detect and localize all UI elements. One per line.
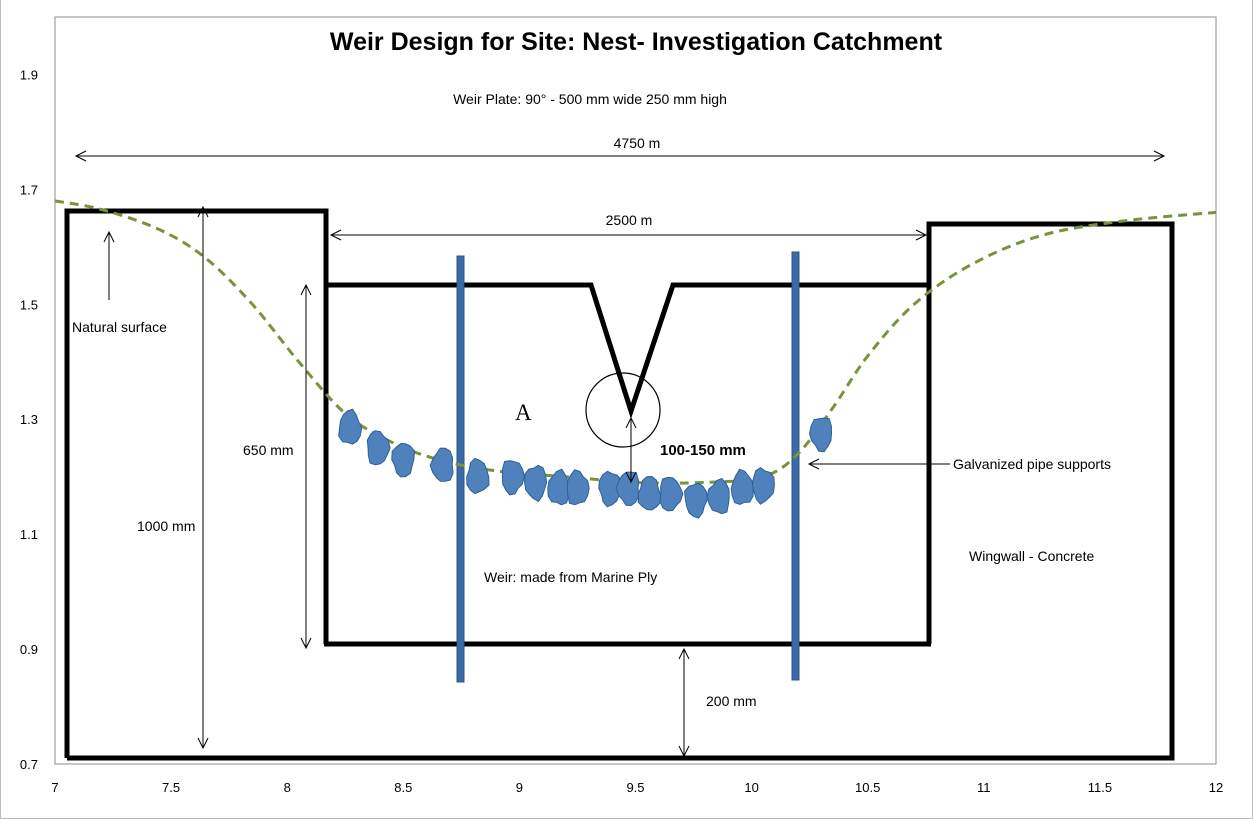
y-tick-label: 1.1 — [20, 527, 38, 542]
rock-point — [659, 476, 684, 512]
total-span-label: 4750 m — [614, 135, 661, 151]
dim-650-label: 650 mm — [243, 442, 294, 458]
natural-surface-label: Natural surface — [72, 319, 167, 335]
detail-circle-a — [585, 372, 661, 448]
dim-1000-label: 1000 mm — [137, 518, 195, 534]
arrowhead-icon — [74, 150, 87, 162]
y-tick-label: 1.5 — [20, 297, 38, 312]
rock-point — [809, 417, 832, 453]
rock-point — [730, 468, 754, 505]
rock-point — [391, 443, 416, 478]
rock-point — [598, 470, 622, 508]
rock-point — [684, 482, 708, 519]
x-tick-label: 7.5 — [162, 780, 180, 795]
x-tick-label: 12 — [1209, 780, 1223, 795]
wingwall-outline — [64, 208, 1175, 761]
rock-point — [751, 467, 775, 505]
arrowhead-icon — [915, 229, 928, 241]
chart-title: Weir Design for Site: Nest- Investigatio… — [330, 28, 943, 56]
detail-a-label: A — [515, 400, 532, 425]
arrowhead-icon — [625, 471, 637, 484]
rock-point — [524, 464, 548, 502]
pipe-support-left — [456, 255, 465, 683]
arrowhead-icon — [678, 647, 690, 660]
x-tick-label: 11 — [977, 780, 991, 795]
weir-material-label: Weir: made from Marine Ply — [484, 569, 657, 585]
arrowhead-icon — [1153, 150, 1166, 162]
y-tick-label: 1.7 — [20, 182, 38, 197]
y-tick-label: 1.3 — [20, 412, 38, 427]
plot-area-border — [54, 16, 1217, 765]
pipe-support-right — [791, 251, 800, 681]
arrowhead-icon — [103, 230, 115, 243]
rock-point — [338, 408, 363, 445]
wingwall-label: Wingwall - Concrete — [969, 548, 1094, 564]
rock-series — [338, 408, 832, 519]
x-tick-label: 10.5 — [855, 780, 880, 795]
arrowhead-icon — [300, 637, 312, 650]
rock-point — [637, 476, 662, 511]
weir-span-label: 2500 m — [606, 212, 653, 228]
x-tick-label: 8 — [284, 780, 291, 795]
arrowhead-icon — [329, 229, 342, 241]
x-tick-label: 9 — [516, 780, 523, 795]
rock-point — [366, 430, 391, 466]
x-tick-label: 11.5 — [1088, 780, 1112, 795]
dim-200-label: 200 mm — [706, 693, 757, 709]
rock-point — [706, 478, 730, 515]
x-tick-label: 9.5 — [626, 780, 644, 795]
rock-point — [466, 457, 490, 495]
natural-surface-line — [54, 199, 1217, 485]
y-axis-ticks: 0.7 0.9 1.1 1.3 1.5 1.7 1.9 — [20, 68, 38, 773]
rock-point — [429, 447, 454, 482]
arrowhead-icon — [807, 458, 820, 470]
pipe-supports-label: Galvanized pipe supports — [953, 456, 1111, 472]
arrowhead-icon — [197, 737, 209, 750]
weir-plate-label: Weir Plate: 90° - 500 mm wide 250 mm hig… — [453, 91, 727, 107]
rock-point — [501, 460, 525, 496]
x-tick-label: 8.5 — [394, 780, 412, 795]
gap-label: 100-150 mm — [660, 442, 746, 459]
arrowhead-icon — [300, 283, 312, 296]
x-tick-label: 10 — [744, 780, 758, 795]
rock-point — [615, 471, 640, 506]
y-tick-label: 0.9 — [20, 642, 38, 657]
y-tick-label: 1.9 — [20, 68, 38, 83]
rock-point — [566, 469, 590, 506]
y-tick-label: 0.7 — [20, 757, 38, 772]
arrowhead-icon — [625, 416, 637, 429]
arrowhead-icon — [678, 745, 690, 758]
rock-point — [547, 468, 571, 506]
x-tick-label: 7 — [51, 780, 58, 795]
x-axis-ticks: 7 7.5 8 8.5 9 9.5 10 10.5 11 11.5 12 — [51, 780, 1223, 795]
arrowhead-icon — [197, 205, 209, 218]
